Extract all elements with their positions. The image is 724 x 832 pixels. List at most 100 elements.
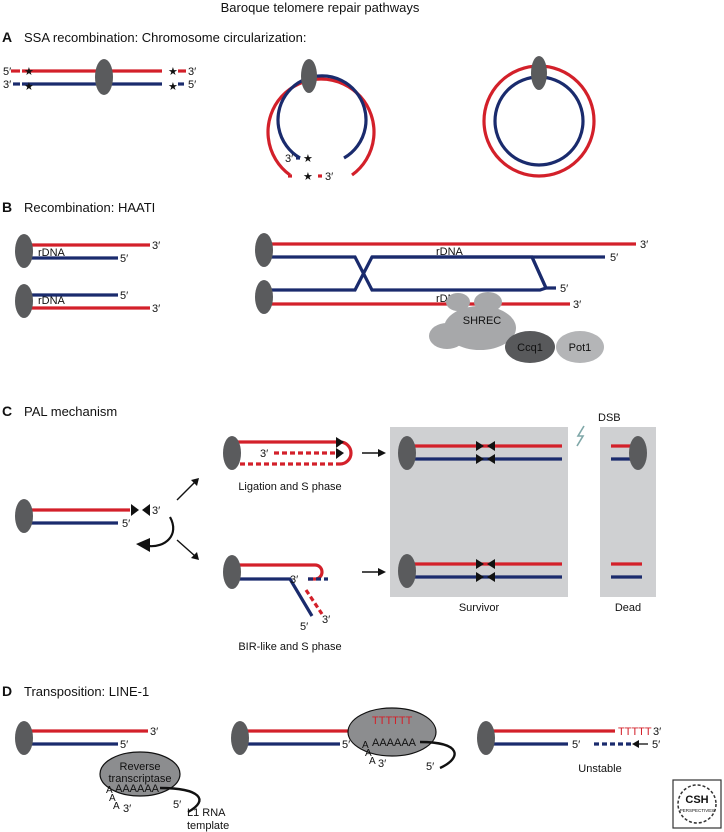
logo-ring (677, 784, 717, 824)
ccq1-protein (505, 331, 555, 363)
centromere (398, 554, 416, 588)
red-arc (266, 77, 376, 177)
arrowhead (191, 478, 199, 486)
centromere (255, 233, 273, 267)
label-dead: Dead (615, 602, 641, 614)
arrowhead (487, 454, 495, 464)
label-ligation: Ligation and S phase (238, 481, 341, 493)
red-hairpin (232, 563, 324, 581)
chromosome-left-top: rDNA 3′ 5′ (15, 234, 160, 268)
centromere (255, 280, 273, 314)
logo-frame (672, 779, 722, 829)
shrec-lobe (446, 293, 470, 311)
label-polya: AAAAAA (115, 783, 160, 795)
logo-text: CSH (685, 794, 708, 806)
label-polyt: TTTTT (618, 726, 652, 738)
label-3prime: 3′ (150, 726, 158, 738)
survivor-chromosome-top (398, 436, 562, 470)
label-5prime: 5′ (3, 66, 11, 78)
arrowhead (487, 441, 495, 451)
label-5prime: 5′ (572, 739, 580, 751)
centromere (301, 59, 317, 93)
arrowhead (336, 437, 344, 448)
label-3prime: 3′ (152, 505, 160, 517)
label-rdna: rDNA (436, 246, 464, 258)
label-polya-tail: A (106, 785, 113, 796)
label-pot1: Pot1 (569, 342, 592, 354)
label-rdna: rDNA (38, 247, 66, 259)
reverse-transcriptase (99, 751, 181, 797)
dead-panel (600, 427, 656, 597)
rna-template-strand (419, 740, 456, 770)
label-3prime: 3′ (640, 239, 648, 251)
label-5prime: 5′ (560, 283, 568, 295)
label-l1-template: template (187, 820, 229, 832)
red-dashed-extension (304, 589, 324, 615)
label-5prime: 5′ (426, 761, 434, 773)
label-3prime: 3′ (290, 574, 298, 586)
label-3prime: 3′ (123, 803, 131, 815)
blue-strand-crossover (262, 255, 548, 292)
branch-arrow-down (176, 539, 196, 557)
label-3prime: 3′ (152, 240, 160, 252)
panel-b-letter: B (2, 199, 12, 215)
arrowhead-left (142, 504, 150, 516)
arrowhead (378, 568, 386, 576)
centromere (477, 721, 495, 755)
star-marker: ★ (24, 66, 34, 78)
panel-c-letter: C (2, 403, 12, 419)
label-shrec: SHREC (463, 315, 502, 327)
centromere (231, 721, 249, 755)
blue-strand-crossover (262, 255, 547, 292)
arrowhead (476, 572, 484, 582)
survivor-panel (390, 427, 568, 597)
label-3prime: 3′ (188, 66, 196, 78)
centromere (223, 436, 241, 470)
blue-arc (276, 74, 368, 160)
line1-step-1: 3′ 5′ Reverse transcriptase AAAAAA A A A… (15, 721, 229, 832)
shrec-lobe (429, 323, 465, 349)
foldback-arrow (147, 516, 175, 548)
label-3prime: 3′ (653, 726, 661, 738)
panel-b: B Recombination: HAATI rDNA 3′ 5′ rDNA 5… (2, 199, 648, 363)
arrowhead (487, 572, 495, 582)
arrowhead (476, 441, 484, 451)
centromere (629, 436, 647, 470)
figure-title: Baroque telomere repair pathways (221, 0, 420, 15)
centromere (95, 59, 113, 95)
label-rdna: rDNA (38, 295, 66, 307)
label-polya-tail: A (369, 756, 376, 767)
haati-recombination: rDNA rDNA 3′ 5′ 5′ 3′ (255, 233, 648, 314)
centromere (15, 284, 33, 318)
panel-d: D Transposition: LINE-1 3′ 5′ Reverse tr… (2, 683, 661, 832)
label-bir: BIR-like and S phase (238, 641, 341, 653)
foldback-arrowhead (136, 538, 150, 552)
arrowhead (336, 448, 344, 459)
label-rt: transcriptase (109, 773, 172, 785)
shrec-complex: SHREC Ccq1 Pot1 (429, 292, 604, 363)
label-5prime: 5′ (342, 739, 350, 751)
arrowhead (476, 454, 484, 464)
arrowhead-right (131, 504, 139, 516)
label-survivor: Survivor (459, 602, 500, 614)
pot1-protein (556, 331, 604, 363)
chromosome-left-bottom: rDNA 5′ 3′ (15, 284, 160, 318)
dead-chromosome-top (611, 436, 647, 470)
panel-d-letter: D (2, 683, 12, 699)
line1-step-2: 5′ TTTTTT AAAAAA A A A 3′ 5′ (231, 707, 456, 773)
blue-strand-bir (232, 577, 314, 617)
label-dsb: DSB (598, 412, 621, 424)
label-polyt: TTTTTT (372, 715, 413, 727)
ligation-hairpin: 3′ Ligation and S phase (223, 436, 353, 493)
label-polya-tail: A (365, 748, 372, 759)
label-3prime: 3′ (378, 758, 386, 770)
csh-perspectives-logo: CSH PERSPECTIVES (672, 779, 722, 829)
label-5prime: 5′ (122, 518, 130, 530)
panel-d-title: Transposition: LINE-1 (24, 684, 149, 699)
label-5prime: 5′ (173, 799, 181, 811)
label-5prime: 5′ (188, 79, 196, 91)
label-5prime: 5′ (120, 739, 128, 751)
label-polya-tail: A (109, 793, 116, 804)
rna-template-strand (159, 786, 201, 814)
